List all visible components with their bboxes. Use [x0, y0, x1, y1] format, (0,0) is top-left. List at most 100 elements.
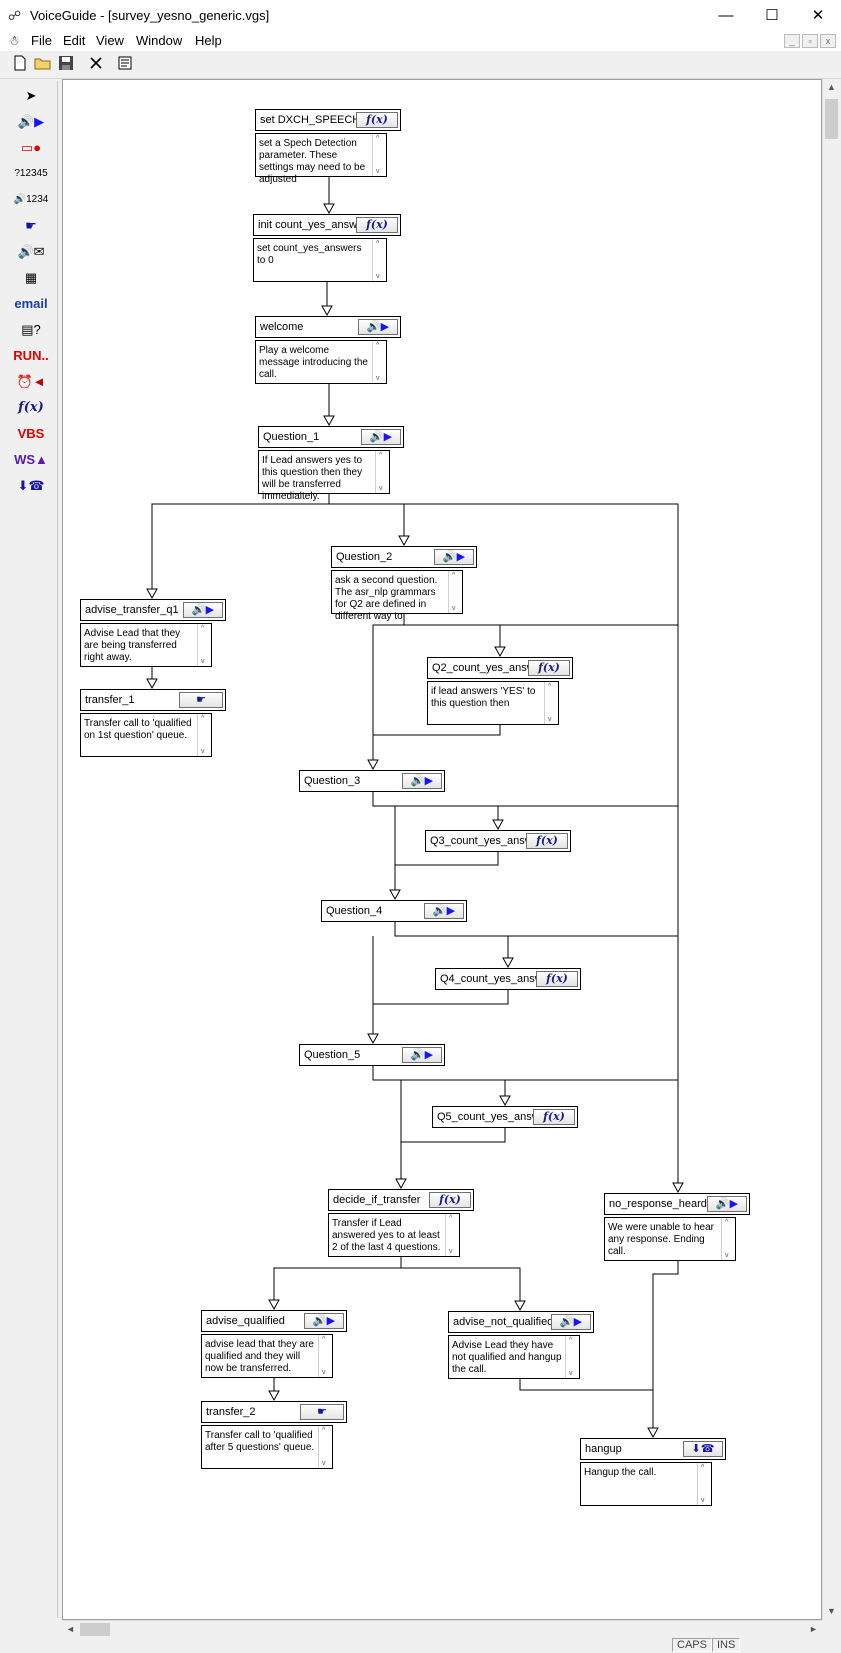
module-header[interactable]: advise_transfer_q1🔊▶ — [80, 599, 226, 621]
speaker-play-icon[interactable]: 🔊▶ — [402, 1047, 442, 1063]
menu-help[interactable]: Help — [195, 33, 222, 48]
description-scroll-down[interactable]: v — [725, 1252, 729, 1259]
description-scroll-down[interactable]: v — [379, 485, 383, 492]
description-scroll-up[interactable]: ^ — [379, 452, 383, 459]
speaker-play-icon[interactable]: 🔊▶ — [434, 549, 474, 565]
description-scroll-down[interactable]: v — [376, 168, 380, 175]
palette-record-icon[interactable]: ▭● — [20, 140, 42, 155]
module-header[interactable]: advise_qualified🔊▶ — [201, 1310, 347, 1332]
speaker-play-icon[interactable]: 🔊▶ — [551, 1314, 591, 1330]
module-header[interactable]: no_response_heard🔊▶ — [604, 1193, 750, 1215]
delete-icon[interactable] — [86, 55, 106, 75]
hangup-phone-icon[interactable]: ⬇☎ — [683, 1441, 723, 1457]
module-question-5[interactable]: Question_5🔊▶ — [299, 1044, 445, 1066]
palette-vbs-icon[interactable]: VBS — [17, 426, 45, 441]
module-header[interactable]: Question_3🔊▶ — [299, 770, 445, 792]
description-scroll-down[interactable]: v — [201, 748, 205, 755]
description-scrollbar[interactable]: ^v — [544, 682, 558, 724]
open-folder-icon[interactable] — [33, 55, 53, 75]
module-transfer-2[interactable]: transfer_2☛Transfer call to 'qualified a… — [201, 1401, 347, 1469]
vertical-scroll-thumb[interactable] — [825, 99, 838, 139]
description-scroll-down[interactable]: v — [548, 716, 552, 723]
description-scrollbar[interactable]: ^v — [375, 451, 389, 493]
scroll-up-arrow[interactable]: ▲ — [827, 82, 836, 92]
module-question-4[interactable]: Question_4🔊▶ — [321, 900, 467, 922]
palette-transfer-icon[interactable]: ☛ — [25, 218, 37, 233]
module-header[interactable]: advise_not_qualified🔊▶ — [448, 1311, 594, 1333]
fx-icon[interactable]: f(x) — [528, 660, 570, 676]
description-scroll-down[interactable]: v — [322, 1460, 326, 1467]
speaker-play-icon[interactable]: 🔊▶ — [361, 429, 401, 445]
palette-time-switch-icon[interactable]: ⏰◄ — [16, 374, 46, 389]
module-question-3[interactable]: Question_3🔊▶ — [299, 770, 445, 792]
menu-view[interactable]: View — [96, 33, 124, 48]
description-scroll-up[interactable]: ^ — [701, 1464, 705, 1471]
mdi-minimize-button[interactable]: _ — [784, 34, 800, 48]
description-scrollbar[interactable]: ^v — [448, 571, 462, 613]
description-scroll-up[interactable]: ^ — [725, 1219, 729, 1226]
palette-pointer-icon[interactable]: ➤ — [25, 88, 37, 103]
description-scrollbar[interactable]: ^v — [565, 1336, 579, 1378]
palette-say-numbers-icon[interactable]: 🔊1234 — [13, 194, 49, 205]
module-advise-transfer-q1[interactable]: advise_transfer_q1🔊▶Advise Lead that the… — [80, 599, 226, 667]
description-scroll-up[interactable]: ^ — [548, 683, 552, 690]
description-scroll-down[interactable]: v — [201, 658, 205, 665]
description-scroll-up[interactable]: ^ — [201, 715, 205, 722]
module-header[interactable]: Question_2🔊▶ — [331, 546, 477, 568]
description-scrollbar[interactable]: ^v — [372, 341, 386, 383]
module-advise-not-qualified[interactable]: advise_not_qualified🔊▶Advise Lead they h… — [448, 1311, 594, 1379]
palette-voicemail-icon[interactable]: 🔊✉ — [17, 244, 45, 259]
palette-run-icon[interactable]: RUN.. — [13, 348, 49, 363]
module-question-1[interactable]: Question_1🔊▶If Lead answers yes to this … — [258, 426, 404, 502]
menu-file[interactable]: File — [31, 33, 52, 48]
description-scrollbar[interactable]: ^v — [372, 239, 386, 281]
fx-icon[interactable]: f(x) — [536, 971, 578, 987]
maximize-button[interactable]: ☐ — [765, 7, 779, 24]
description-scrollbar[interactable]: ^v — [318, 1426, 332, 1468]
description-scroll-up[interactable]: ^ — [376, 240, 380, 247]
horizontal-scroll-thumb[interactable] — [80, 1623, 110, 1636]
palette-play-icon[interactable]: 🔊▶ — [17, 114, 45, 129]
save-icon[interactable] — [56, 55, 76, 75]
description-scrollbar[interactable]: ^v — [197, 714, 211, 756]
description-scrollbar[interactable]: ^v — [445, 1214, 459, 1256]
properties-icon[interactable] — [116, 55, 136, 75]
fx-icon[interactable]: f(x) — [356, 112, 398, 128]
speaker-play-icon[interactable]: 🔊▶ — [424, 903, 464, 919]
description-scroll-down[interactable]: v — [701, 1497, 705, 1504]
document-icon[interactable]: ☃ — [8, 33, 20, 48]
description-scroll-up[interactable]: ^ — [201, 625, 205, 632]
description-scroll-up[interactable]: ^ — [322, 1336, 326, 1343]
module-welcome[interactable]: welcome🔊▶Play a welcome message introduc… — [255, 316, 401, 384]
palette-web-service-icon[interactable]: WS▲ — [14, 452, 48, 467]
description-scroll-up[interactable]: ^ — [322, 1427, 326, 1434]
mdi-restore-button[interactable]: ▫ — [802, 34, 818, 48]
module-header[interactable]: welcome🔊▶ — [255, 316, 401, 338]
description-scrollbar[interactable]: ^v — [372, 134, 386, 176]
scroll-down-arrow[interactable]: ▼ — [827, 1606, 836, 1616]
scroll-left-arrow[interactable]: ◄ — [66, 1624, 75, 1634]
fx-icon[interactable]: f(x) — [356, 217, 398, 233]
scroll-right-arrow[interactable]: ► — [809, 1624, 818, 1634]
vertical-scrollbar[interactable]: ▲ ▼ — [822, 79, 839, 1620]
module-header[interactable]: Question_5🔊▶ — [299, 1044, 445, 1066]
description-scroll-down[interactable]: v — [322, 1369, 326, 1376]
transfer-hand-icon[interactable]: ☛ — [179, 692, 223, 708]
menu-window[interactable]: Window — [136, 33, 183, 48]
menu-edit[interactable]: Edit — [63, 33, 86, 48]
palette-evaluate-icon[interactable]: f(x) — [18, 400, 44, 415]
description-scrollbar[interactable]: ^v — [318, 1335, 332, 1377]
fx-icon[interactable]: f(x) — [429, 1192, 471, 1208]
